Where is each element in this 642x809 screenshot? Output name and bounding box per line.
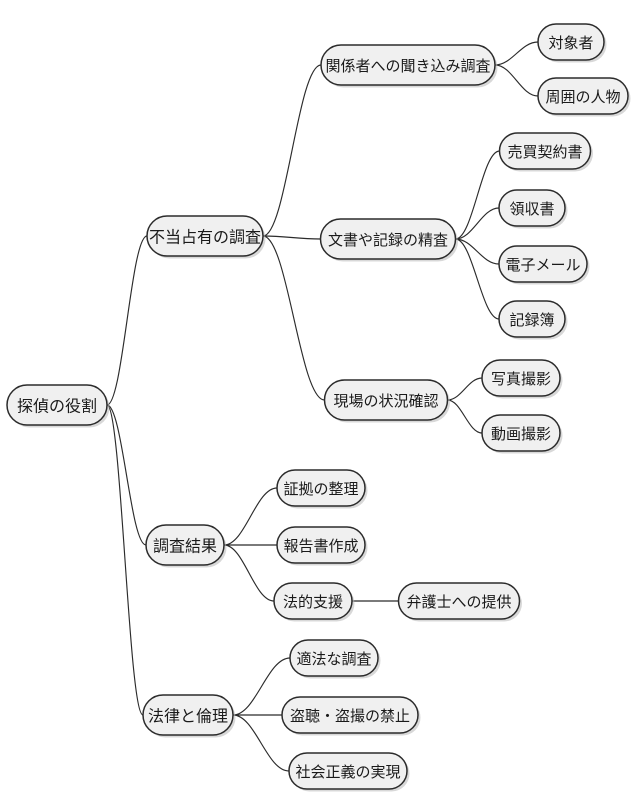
node-n1b4[interactable]: 記録簿 [498,300,568,340]
node-label: 適法な調査 [296,650,371,668]
node-box [537,23,605,61]
edge-n1-to-n1b [262,235,322,240]
node-label: 不当占有の調査 [149,228,261,247]
node-n2[interactable]: 調査結果 [145,524,227,568]
node-label: 報告書作成 [283,537,358,555]
node-label: 対象者 [548,34,593,52]
node-box [320,44,496,86]
node-label: 周囲の人物 [545,88,620,106]
node-label: 文書や記録の精査 [328,231,448,249]
node-root[interactable]: 探偵の役割 [6,384,110,428]
node-n1c2[interactable]: 動画撮影 [481,414,563,454]
node-label: 写真撮影 [491,370,551,388]
edge-n1a-to-n1a2 [494,64,539,97]
node-n3[interactable]: 法律と倫理 [142,694,236,738]
node-label: 売買契約書 [507,143,582,161]
node-label: 法的支援 [283,593,343,611]
node-n1b2[interactable]: 領収書 [498,189,568,229]
node-n1c[interactable]: 現場の状況確認 [323,379,451,423]
edge-n2-to-n2a [223,487,278,546]
edge-n1c-to-n1c1 [446,377,483,401]
node-box [481,359,561,397]
edge-layer [106,41,539,772]
node-box [537,77,629,115]
node-n2b[interactable]: 報告書作成 [276,526,368,566]
edge-n1b-to-n1b2 [454,207,500,240]
node-box [319,218,457,260]
node-box [498,189,566,227]
node-n1a[interactable]: 関係者への聞き込み調査 [320,44,498,88]
node-n3b[interactable]: 盗聴・盗撮の禁止 [281,696,421,736]
edge-n2-to-n2c [223,544,275,602]
node-box [276,469,366,507]
node-label: 法律と倫理 [148,707,228,726]
node-box [323,379,449,421]
node-label: 弁護士への提供 [406,593,511,611]
node-box [142,694,234,736]
node-n1b3[interactable]: 電子メール [498,245,590,285]
node-label: 探偵の役割 [17,397,97,416]
node-box [397,582,521,620]
edge-n3-to-n3c [232,714,290,772]
node-box [273,582,353,620]
node-label: 現場の状況確認 [333,392,438,410]
node-box [146,215,264,257]
node-n3a[interactable]: 適法な調査 [289,639,381,679]
edge-n1b-to-n1b1 [454,150,501,240]
node-n2c[interactable]: 法的支援 [273,582,355,622]
edge-n1-to-n1a [262,64,322,237]
node-label: 領収書 [509,200,554,218]
edge-n1b-to-n1b3 [454,238,500,265]
edge-n3-to-n3a [232,657,291,716]
node-n2a[interactable]: 証拠の整理 [276,469,368,509]
node-box [288,752,408,790]
node-label: 電子メール [505,256,580,274]
edge-n1-to-n1c [262,235,326,401]
node-box [498,132,592,170]
node-box [6,384,108,426]
node-box [145,524,225,566]
node-n1b1[interactable]: 売買契約書 [498,132,594,172]
edge-n1a-to-n1a1 [494,41,539,66]
node-box [276,526,366,564]
edge-n1c-to-n1c2 [446,399,483,434]
node-box [498,245,588,283]
edge-root-to-n3 [106,404,144,716]
node-label: 社会正義の実現 [295,763,400,781]
node-n1a2[interactable]: 周囲の人物 [537,77,631,117]
edge-root-to-n1 [106,235,148,406]
node-n1[interactable]: 不当占有の調査 [146,215,266,259]
edge-root-to-n2 [106,404,147,546]
node-n3c[interactable]: 社会正義の実現 [288,752,410,792]
edge-n1b-to-n1b4 [454,238,500,320]
node-box [481,414,561,452]
node-n2c1[interactable]: 弁護士への提供 [397,582,523,622]
node-label: 記録簿 [509,311,554,329]
node-label: 証拠の整理 [283,480,358,498]
node-n1a1[interactable]: 対象者 [537,23,607,63]
node-n1b[interactable]: 文書や記録の精査 [319,218,459,262]
node-box [498,300,566,338]
node-label: 調査結果 [153,537,217,556]
node-label: 動画撮影 [491,425,551,443]
node-label: 盗聴・盗撮の禁止 [290,707,410,725]
node-n1c1[interactable]: 写真撮影 [481,359,563,399]
node-box [289,639,379,677]
node-box [281,696,419,734]
node-label: 関係者への聞き込み調査 [325,57,490,75]
